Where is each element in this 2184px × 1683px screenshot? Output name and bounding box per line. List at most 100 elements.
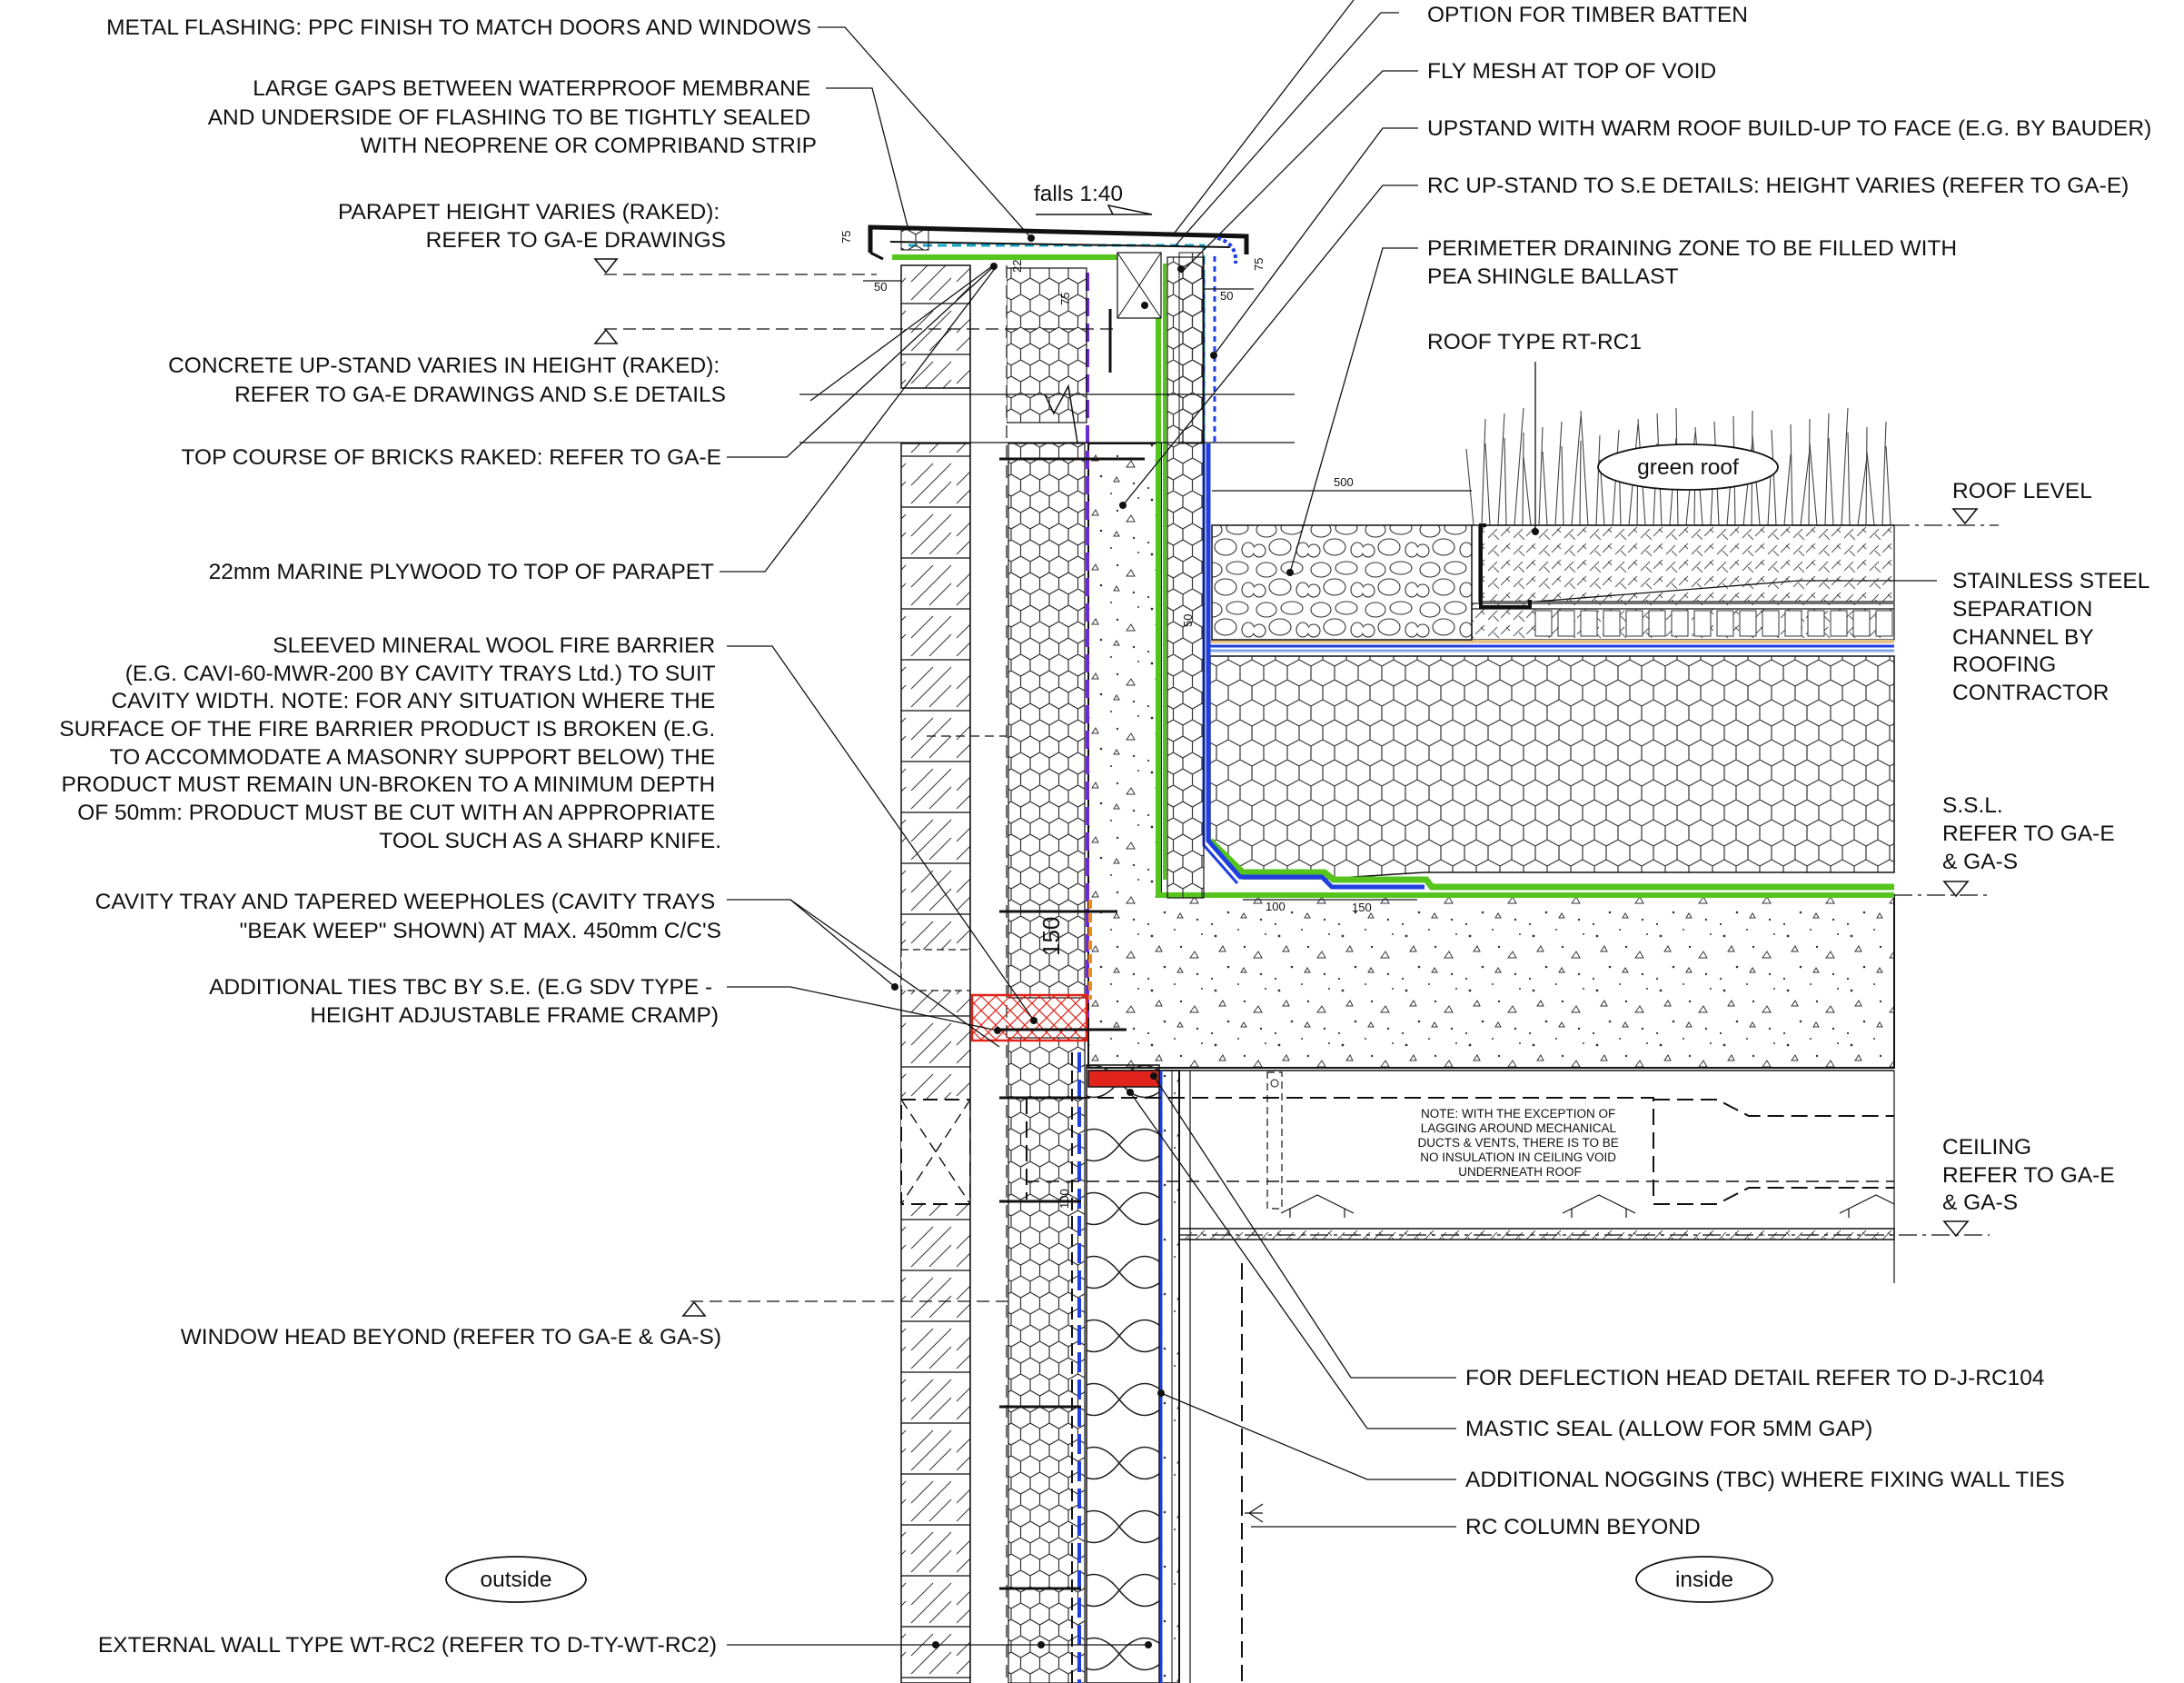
grass-blade <box>1771 429 1777 526</box>
drainage-cup <box>1534 610 1553 637</box>
grass-blade <box>1828 437 1834 526</box>
label-upstand-warm-roof: UPSTAND WITH WARM ROOF BUILD-UP TO FACE … <box>1427 116 2151 141</box>
grass-blade <box>1554 421 1563 526</box>
level-markers <box>593 258 1999 1523</box>
label-additional-ties: ADDITIONAL TIES TBC BY S.E. (E.G SDV TYP… <box>209 975 719 1028</box>
drainage-cup <box>1739 610 1757 637</box>
coping-flashing <box>868 224 1249 444</box>
label-fly-mesh: FLY MESH AT TOP OF VOID <box>1427 59 1716 84</box>
outside-label: outside <box>480 1568 551 1592</box>
level-ceiling: CEILING REFER TO GA-E & GA-S <box>1942 1135 2121 1215</box>
label-stainless-channel: STAINLESS STEEL SEPARATION CHANNEL BY RO… <box>1952 569 2155 705</box>
leader-lines <box>720 0 1937 1646</box>
label-roof-type: ROOF TYPE RT-RC1 <box>1427 330 1642 354</box>
grass-blade <box>1857 456 1868 526</box>
dim-100: 100 <box>1266 900 1286 913</box>
leader-dots <box>891 234 1539 1648</box>
grass-blade <box>1595 434 1601 526</box>
grass-blade <box>1481 418 1486 526</box>
grass-blade <box>1885 445 1891 526</box>
drainage-cup <box>1830 610 1848 637</box>
drainage-cup <box>1716 610 1734 637</box>
label-marine-plywood: 22mm MARINE PLYWOOD TO TOP OF PARAPET <box>209 560 714 584</box>
label-rc-upstand: RC UP-STAND TO S.E DETAILS: HEIGHT VARIE… <box>1427 174 2129 198</box>
grass-blade <box>1800 448 1811 526</box>
grass-blade <box>1561 445 1564 526</box>
falls-annotation: falls 1:40 <box>1034 182 1153 215</box>
level-ssl: S.S.L. REFER TO GA-E & GA-S <box>1942 793 2121 874</box>
dim-100-v: 100 <box>1057 1189 1071 1209</box>
grass-blade <box>1824 413 1830 526</box>
grass-blade <box>1484 443 1491 526</box>
drainage-cups <box>1534 610 1893 637</box>
grass-blade <box>1538 426 1544 526</box>
drainage-cup <box>1580 610 1598 637</box>
grass-blade <box>1542 451 1548 526</box>
dim-50-a: 50 <box>874 280 887 294</box>
drainage-cup <box>1807 610 1825 637</box>
drainage-cup <box>1648 610 1666 637</box>
dim-50-c: 50 <box>1181 614 1195 627</box>
ceiling-void: NOTE: WITH THE EXCEPTION OF LAGGING AROU… <box>1026 1071 1895 1283</box>
level-roof: ROOF LEVEL <box>1952 479 2092 503</box>
dim-75-c: 75 <box>1252 258 1266 271</box>
grass-blade <box>1522 432 1524 526</box>
drainage-cup <box>1671 610 1689 637</box>
green-roof-label: green roof <box>1637 455 1739 480</box>
drainage-cup <box>1762 610 1780 637</box>
dim-50-b: 50 <box>1220 289 1233 303</box>
grass-blade <box>1847 432 1851 526</box>
drainage-cup <box>1693 610 1712 637</box>
grass-blade <box>1465 448 1474 526</box>
label-perimeter-draining: PERIMETER DRAINING ZONE TO BE FILLED WIT… <box>1427 236 1963 289</box>
falls-label: falls 1:40 <box>1034 182 1123 206</box>
label-metal-flashing: METAL FLASHING: PPC FINISH TO MATCH DOOR… <box>106 15 811 40</box>
cavity-insulation <box>799 383 1295 1683</box>
ceiling-void-note: NOTE: WITH THE EXCEPTION OF LAGGING AROU… <box>1417 1107 1622 1179</box>
grass-blade <box>1808 418 1811 526</box>
grass-blade <box>1783 453 1792 526</box>
wall-ties <box>999 457 1145 1590</box>
label-large-gaps: LARGE GAPS BETWEEN WATERPROOF MEMBRANE A… <box>208 76 817 158</box>
label-mastic-seal: MASTIC SEAL (ALLOW FOR 5MM GAP) <box>1465 1417 1872 1441</box>
waterproof-membranes <box>892 244 1894 1018</box>
grass-blade <box>1504 437 1507 526</box>
grass-blade <box>1881 421 1887 526</box>
grass-blade <box>1841 407 1849 526</box>
dim-75-b: 75 <box>1058 293 1072 305</box>
label-top-course-bricks: TOP COURSE OF BRICKS RAKED: REFER TO GA-… <box>182 445 721 470</box>
label-deflection-head: FOR DEFLECTION HEAD DETAIL REFER TO D-J-… <box>1465 1366 2045 1390</box>
green-roof-vegetation <box>1465 407 1891 526</box>
label-rc-column: RC COLUMN BEYOND <box>1465 1515 1701 1539</box>
left-annotations: METAL FLASHING: PPC FINISH TO MATCH DOOR… <box>59 15 817 1658</box>
inner-wall-sfs <box>1071 1052 1243 1683</box>
grass-blade <box>1571 415 1582 526</box>
label-timber-batten: OPTION FOR TIMBER BATTEN <box>1427 3 1748 27</box>
dim-75-a: 75 <box>839 231 853 244</box>
roof-build-up <box>1209 407 1895 880</box>
drainage-cup <box>1603 610 1621 637</box>
grass-blade <box>1809 443 1818 526</box>
label-cavity-tray: CAVITY TRAY AND TAPERED WEEPHOLES (CAVIT… <box>95 890 721 943</box>
drainage-cup <box>1852 610 1871 637</box>
outside-tag: outside <box>445 1556 587 1603</box>
label-external-wall-type: EXTERNAL WALL TYPE WT-RC2 (REFER TO D-TY… <box>98 1633 717 1658</box>
label-concrete-upstand: CONCRETE UP-STAND VARIES IN HEIGHT (RAKE… <box>168 354 726 407</box>
dim-150-big: 150 <box>1037 917 1065 956</box>
green-roof-tag: green roof <box>1597 443 1779 491</box>
grass-blade <box>1579 440 1582 526</box>
dim-22: 22 <box>1010 260 1024 273</box>
label-window-head: WINDOW HEAD BEYOND (REFER TO GA-E & GA-S… <box>181 1325 721 1349</box>
grass-blade <box>1497 413 1505 526</box>
grass-blade <box>1514 407 1524 526</box>
grass-blade <box>1790 423 1793 526</box>
brick-outer-leaf <box>900 264 1008 1683</box>
grass-blade <box>1865 426 1868 526</box>
drainage-cup <box>1625 610 1643 637</box>
grass-blade <box>1523 456 1532 526</box>
label-noggins: ADDITIONAL NOGGINS (TBC) WHERE FIXING WA… <box>1465 1468 2065 1492</box>
inside-label: inside <box>1675 1568 1733 1592</box>
grass-blade <box>1580 410 1589 526</box>
label-fire-barrier: SLEEVED MINERAL WOOL FIRE BARRIER (E.G. … <box>59 633 721 853</box>
